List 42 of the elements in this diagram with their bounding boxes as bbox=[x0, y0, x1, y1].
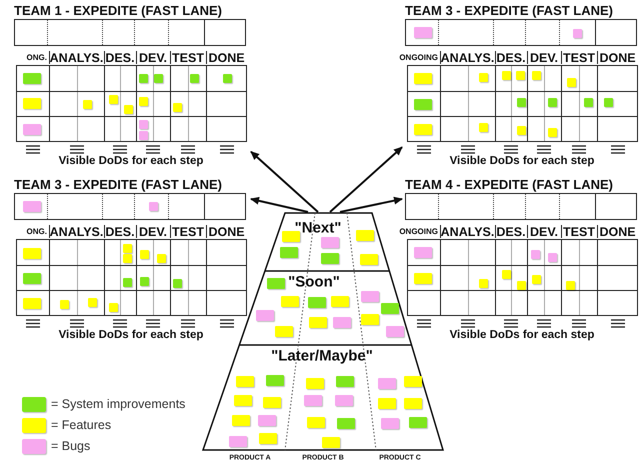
band-label: "Next" bbox=[294, 220, 342, 236]
arrow bbox=[250, 150, 319, 213]
column-header: ANALYS. bbox=[50, 52, 104, 64]
band-label: "Later/Maybe" bbox=[271, 348, 373, 364]
column-header: TEST bbox=[172, 226, 204, 238]
column-header: TEST bbox=[563, 226, 595, 238]
board-title: TEAM 4 - EXPEDITE (FAST LANE) bbox=[405, 178, 614, 191]
column-header: DEV. bbox=[530, 52, 558, 64]
column-header: DES. bbox=[496, 52, 526, 64]
dod-caption: Visible DoDs for each step bbox=[450, 156, 594, 168]
arrow bbox=[329, 146, 403, 213]
board-title: TEAM 3 - EXPEDITE (FAST LANE) bbox=[14, 178, 222, 191]
column-header: ANALYS. bbox=[440, 52, 494, 64]
dod-caption: Visible DoDs for each step bbox=[58, 156, 204, 168]
column-header: DONE bbox=[208, 226, 245, 238]
board-title: TEAM 1 - EXPEDITE (FAST LANE) bbox=[14, 4, 222, 17]
column-header: DEV. bbox=[138, 226, 168, 238]
legend-text: = System improvements bbox=[51, 398, 186, 410]
column-header: DES. bbox=[496, 226, 526, 238]
board-title: TEAM 3 - EXPEDITE (FAST LANE) bbox=[405, 4, 614, 17]
column-header: ANALYS. bbox=[50, 226, 104, 238]
legend-text: = Features bbox=[51, 419, 112, 432]
column-header: ONGOING bbox=[399, 228, 438, 236]
column-header: DEV. bbox=[530, 226, 558, 238]
column-header: DES. bbox=[105, 52, 135, 64]
column-header: DES. bbox=[105, 226, 135, 238]
column-header: DONE bbox=[599, 226, 636, 238]
column-header: ONGOING bbox=[399, 54, 438, 62]
arrow bbox=[250, 196, 308, 213]
column-header: DONE bbox=[208, 52, 245, 64]
column-header: DONE bbox=[599, 52, 636, 64]
column-header: TEST bbox=[563, 52, 595, 64]
dod-caption: Visible DoDs for each step bbox=[58, 330, 204, 342]
legend-text: = Bugs bbox=[51, 440, 90, 452]
column-header: ONG. bbox=[26, 54, 47, 62]
dod-caption: Visible DoDs for each step bbox=[450, 330, 594, 342]
column-header: ONG. bbox=[26, 228, 47, 236]
column-header: DEV. bbox=[138, 52, 168, 64]
column-header: TEST bbox=[172, 52, 204, 64]
column-header: ANALYS. bbox=[440, 226, 494, 238]
band-label: "Soon" bbox=[288, 274, 340, 290]
arrow bbox=[340, 196, 403, 213]
